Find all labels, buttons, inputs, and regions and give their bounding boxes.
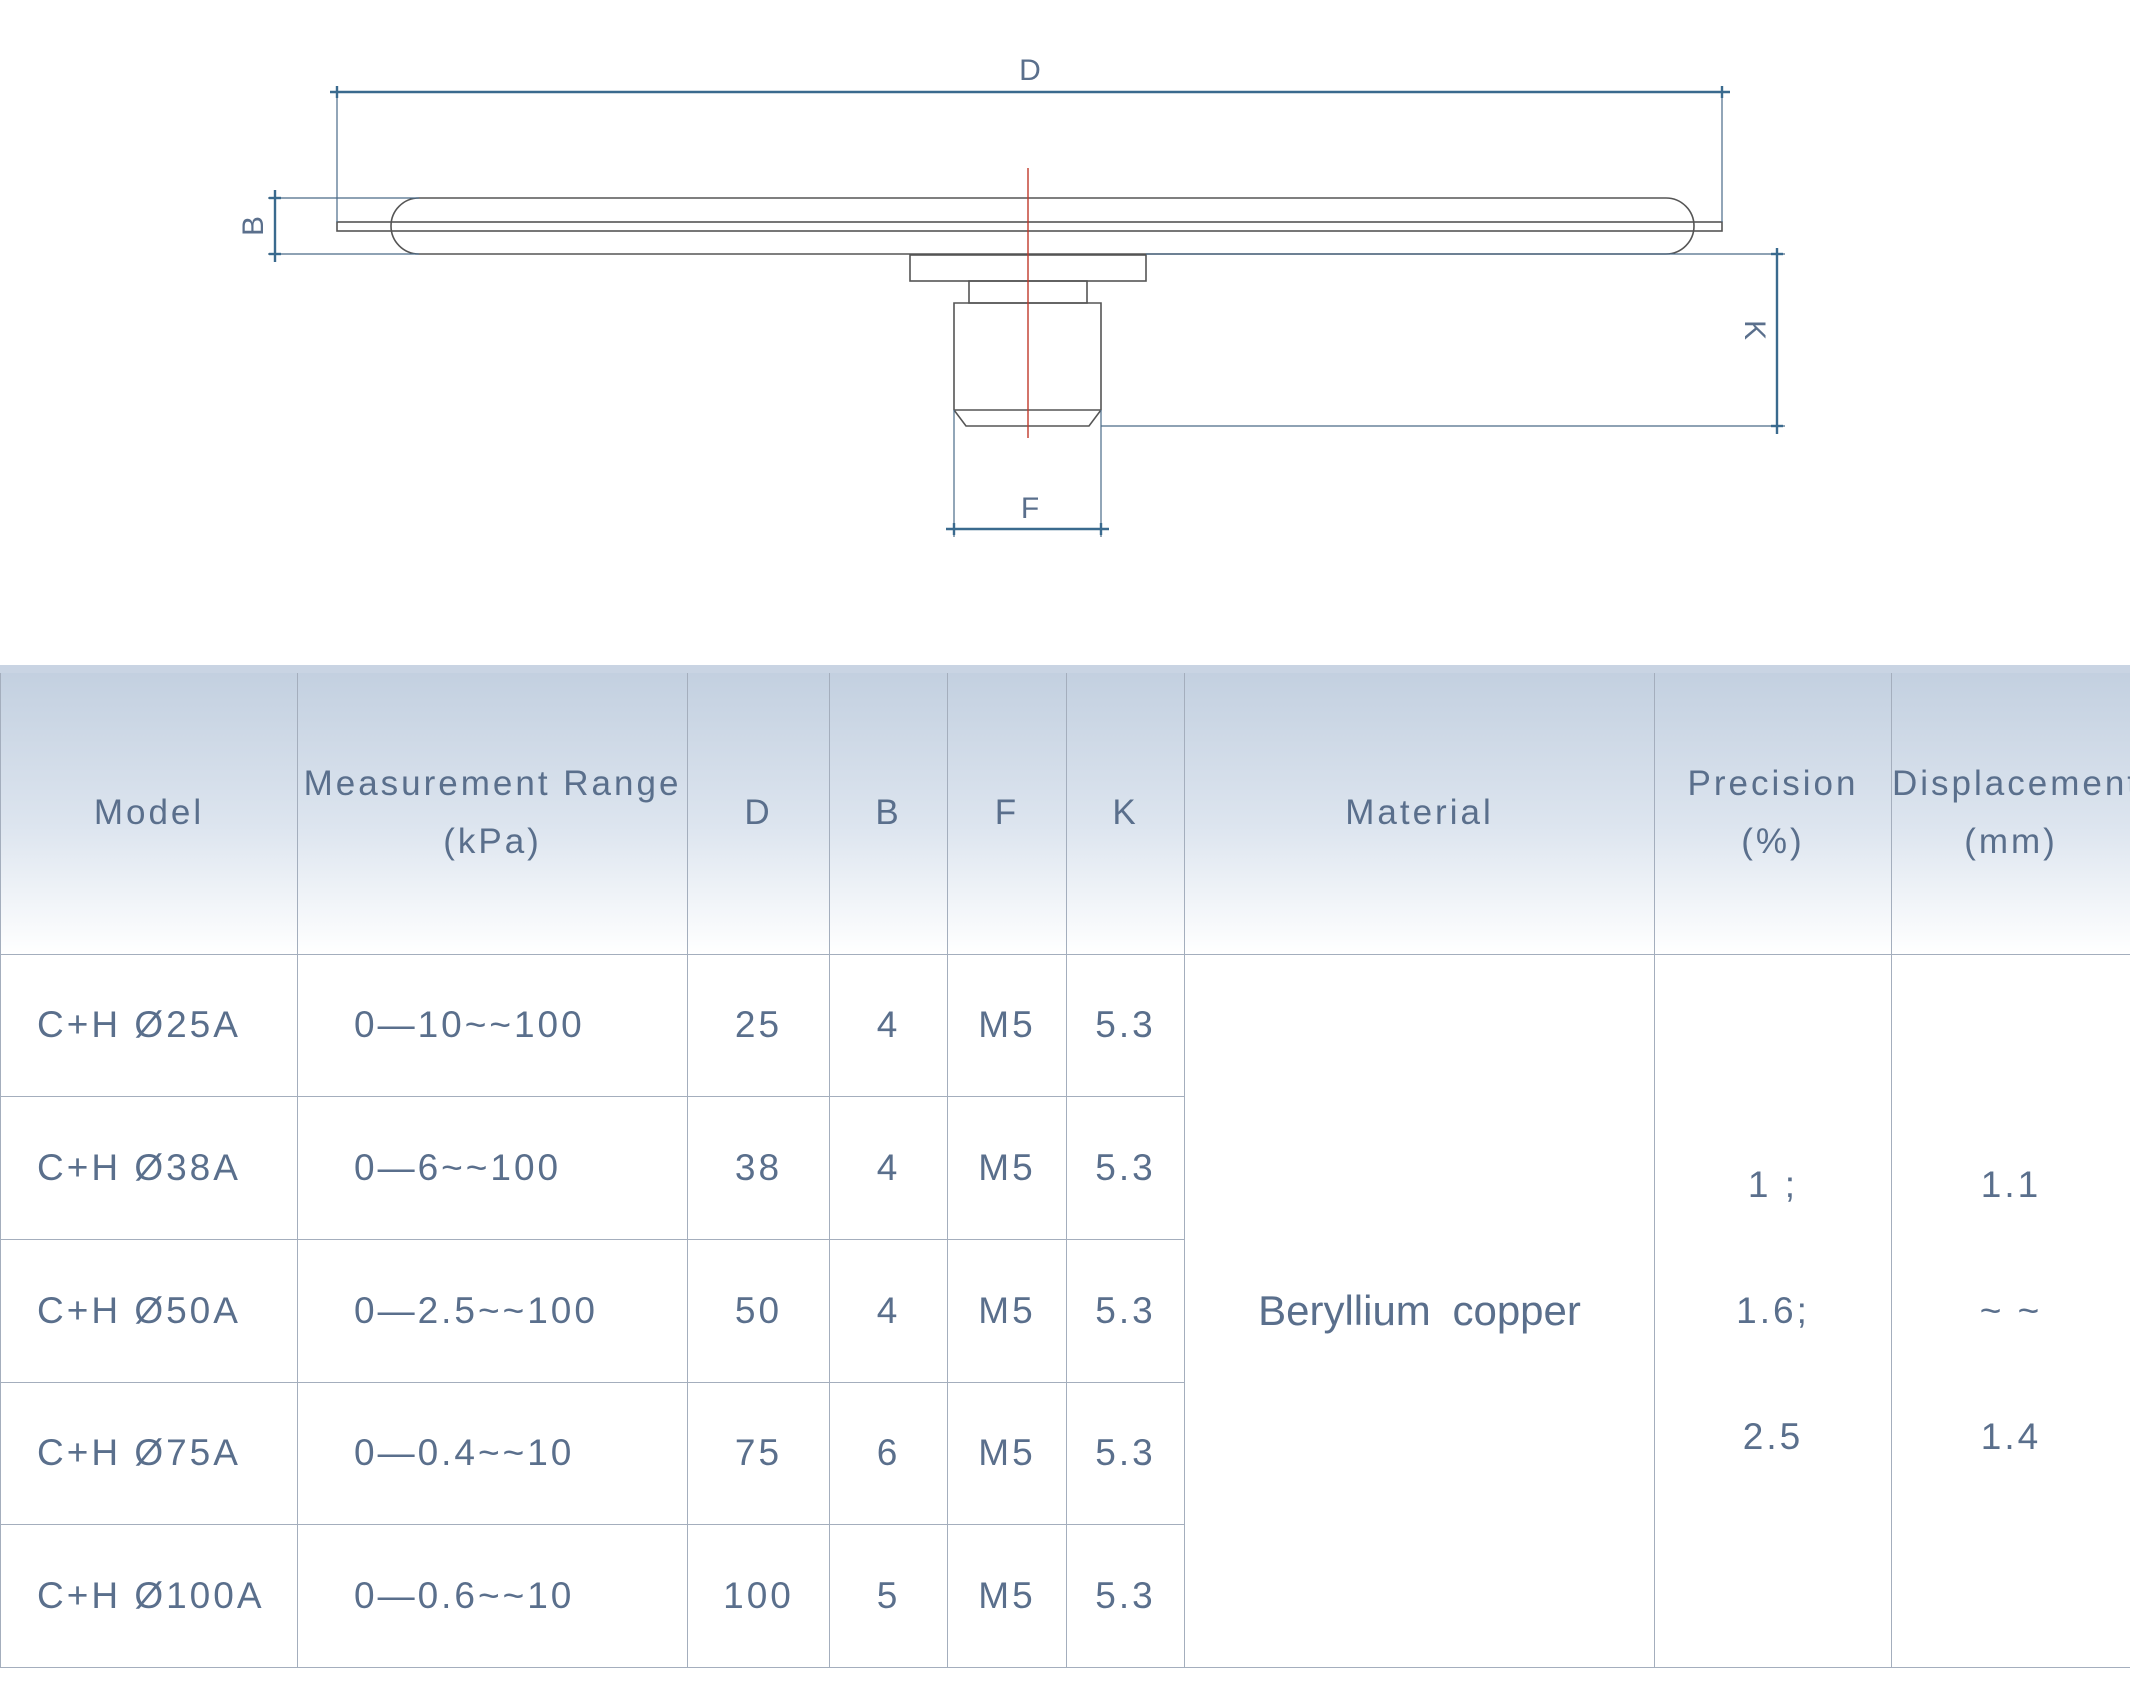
header-row: Model Measurement Range (kPa) D B F K Ma…: [0, 668, 2130, 955]
header-precision-line1: Precision: [1687, 764, 1859, 804]
cell-k: 5.3: [1066, 953, 1185, 1098]
cell-f: M5: [947, 1381, 1067, 1526]
cell-b: 4: [829, 953, 948, 1098]
displacement-value-2: ~ ~: [1979, 1289, 2043, 1331]
header-range-line1: Measurement Range: [303, 764, 682, 804]
header-range-line2: (kPa): [443, 822, 542, 862]
label-k: K: [1738, 320, 1771, 340]
cell-f: M5: [947, 1096, 1067, 1240]
precision-value-3: 2.5: [1742, 1415, 1804, 1457]
table-row: C+H Ø100A 0—0.6~~10 100 5 M5 5.3: [0, 1524, 2130, 1668]
header-model: Model: [0, 668, 298, 955]
header-precision-line2: (%): [1741, 822, 1805, 862]
cell-material: Beryllium copper: [1184, 953, 1655, 1668]
part-outline: [336, 197, 1723, 427]
spec-table: Model Measurement Range (kPa) D B F K Ma…: [0, 665, 2130, 1668]
capsule-body: [390, 197, 1695, 255]
header-f: F: [947, 668, 1067, 955]
diaphragm-plate: [336, 221, 1723, 232]
label-d: D: [1019, 54, 1041, 87]
cell-model: C+H Ø100A: [0, 1524, 298, 1668]
cell-model: C+H Ø75A: [0, 1381, 298, 1526]
cell-b: 5: [829, 1524, 948, 1668]
header-precision: Precision (%): [1654, 668, 1892, 955]
cell-f: M5: [947, 1524, 1067, 1668]
cell-d: 100: [687, 1524, 830, 1668]
displacement-value-1: 1.1: [1980, 1163, 2042, 1205]
header-b: B: [829, 668, 948, 955]
cell-range: 0—6~~100: [297, 1096, 688, 1240]
drawing-svg: D B K F: [237, 54, 1785, 537]
header-material: Material: [1184, 668, 1655, 955]
cell-f: M5: [947, 1238, 1067, 1383]
table-body: C+H Ø25A 0—10~~100 25 4 M5 5.3 Beryllium…: [0, 953, 2130, 1668]
cell-model: C+H Ø50A: [0, 1238, 298, 1383]
cell-k: 5.3: [1066, 1524, 1185, 1668]
dimension-lines: [269, 86, 1783, 535]
table-row: C+H Ø25A 0—10~~100 25 4 M5 5.3 Beryllium…: [0, 953, 2130, 1668]
cell-d: 38: [687, 1096, 830, 1240]
cell-d: 50: [687, 1238, 830, 1383]
cell-range: 0—0.6~~10: [297, 1524, 688, 1668]
label-b: B: [237, 216, 270, 236]
extension-lines: [268, 88, 1785, 537]
cell-k: 5.3: [1066, 1238, 1185, 1383]
cell-range: 0—0.4~~10: [297, 1381, 688, 1526]
cell-model: C+H Ø25A: [0, 953, 298, 1098]
header-displacement-line1: Displacement: [1892, 764, 2130, 804]
cell-k: 5.3: [1066, 1096, 1185, 1240]
cell-model: C+H Ø38A: [0, 1096, 298, 1240]
cell-b: 6: [829, 1381, 948, 1526]
label-f: F: [1021, 492, 1039, 525]
header-displacement: Displacement (mm): [1891, 668, 2130, 955]
cell-range: 0—2.5~~100: [297, 1238, 688, 1383]
table-row: C+H Ø50A 0—2.5~~100 50 4 M5 5.3: [0, 1238, 2130, 1383]
table-row: C+H Ø38A 0—6~~100 38 4 M5 5.3: [0, 1096, 2130, 1240]
cell-precision: 1 ; 1.6; 2.5: [1654, 953, 1892, 1668]
cell-f: M5: [947, 953, 1067, 1098]
precision-value-2: 1.6;: [1736, 1289, 1810, 1331]
cell-b: 4: [829, 1096, 948, 1240]
displacement-value-3: 1.4: [1980, 1415, 2042, 1457]
cell-displacement: 1.1 ~ ~ 1.4: [1891, 953, 2130, 1668]
cell-b: 4: [829, 1238, 948, 1383]
header-measurement-range: Measurement Range (kPa): [297, 668, 688, 955]
precision-value-1: 1 ;: [1747, 1163, 1799, 1205]
technical-drawing: D B K F: [0, 0, 2130, 600]
cell-d: 25: [687, 953, 830, 1098]
header-displacement-line2: (mm): [1964, 822, 2058, 862]
cell-k: 5.3: [1066, 1381, 1185, 1526]
header-d: D: [687, 668, 830, 955]
cell-range: 0—10~~100: [297, 953, 688, 1098]
header-k: K: [1066, 668, 1185, 955]
cell-d: 75: [687, 1381, 830, 1526]
table-header: Model Measurement Range (kPa) D B F K Ma…: [0, 668, 2130, 955]
